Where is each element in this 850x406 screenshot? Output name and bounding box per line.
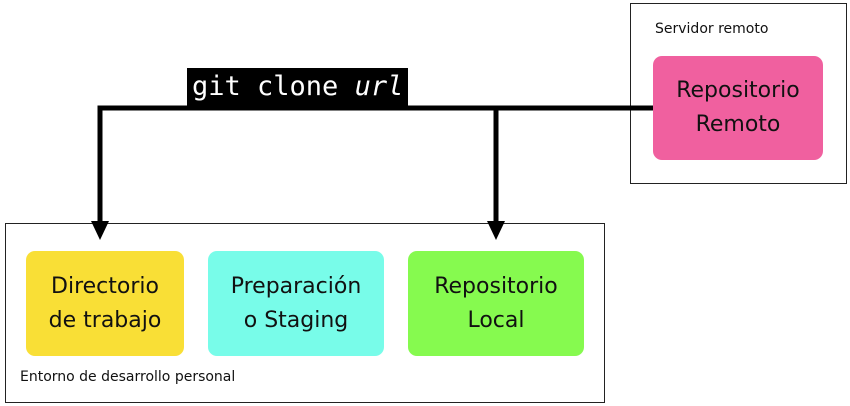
local-repository-line1: Repositorio <box>434 273 558 299</box>
staging-area-box: Preparación o Staging <box>208 251 384 356</box>
working-directory-line1: Directorio <box>51 273 159 299</box>
working-directory-line2: de trabajo <box>48 307 162 333</box>
command-verb: git clone <box>192 71 339 102</box>
staging-area-line1: Preparación <box>230 273 362 299</box>
remote-server-label: Servidor remoto <box>655 21 769 37</box>
working-directory-box: Directorio de trabajo <box>26 251 184 356</box>
local-environment-label: Entorno de desarrollo personal <box>20 369 236 385</box>
command-argument: url <box>354 71 404 102</box>
clone-line-main <box>97 105 653 226</box>
staging-area-line2: o Staging <box>243 307 349 333</box>
remote-repository-box: Repositorio Remoto <box>653 56 823 160</box>
local-repository-line2: Local <box>467 307 525 333</box>
remote-repository-line1: Repositorio <box>676 78 800 103</box>
git-clone-command: git clone url <box>187 68 409 106</box>
local-repository-box: Repositorio Local <box>408 251 584 356</box>
remote-repository-line2: Remoto <box>695 112 781 137</box>
